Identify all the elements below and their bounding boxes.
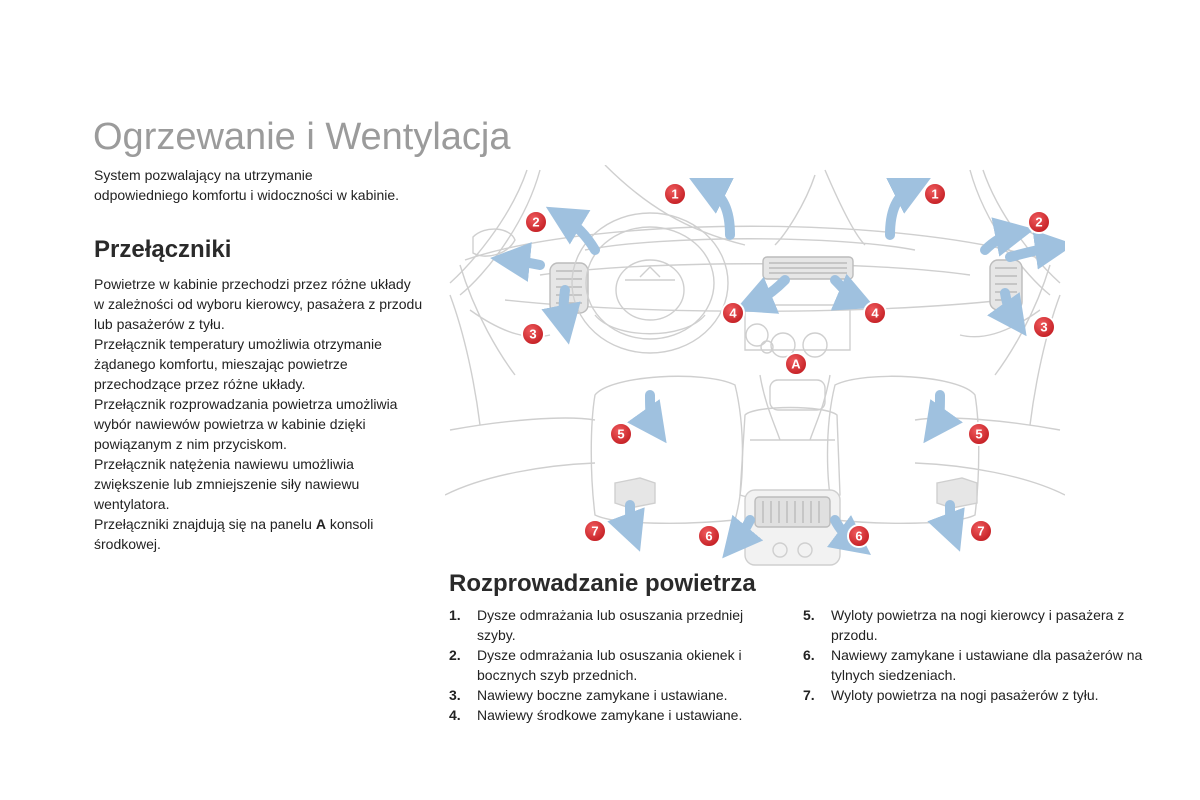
item-number: 4.	[449, 707, 461, 723]
marker-3-right: 3	[1032, 315, 1056, 339]
svg-text:2: 2	[1035, 215, 1042, 230]
svg-text:6: 6	[705, 529, 712, 544]
list-item: 3. Nawiewy boczne zamykane i ustawiane.	[449, 685, 779, 705]
distribution-list-right: 5. Wyloty powietrza na nogi kierowcy i pa…	[803, 605, 1143, 705]
svg-text:1: 1	[931, 187, 938, 202]
marker-5-right: 5	[967, 422, 991, 446]
marker-2-left: 2	[524, 210, 548, 234]
item-number: 5.	[803, 607, 815, 623]
marker-5-left: 5	[609, 422, 633, 446]
list-item: 1. Dysze odmrażania lub osuszania przedni…	[449, 605, 779, 645]
switches-p5-start: Przełączniki znajdują się na panelu	[94, 516, 316, 532]
switches-paragraph-4: Przełącznik natężenia nawiewu umożliwia …	[94, 456, 360, 512]
svg-text:3: 3	[1040, 320, 1047, 335]
switches-paragraph-2: Przełącznik temperatury umożliwia otrzym…	[94, 336, 382, 392]
switches-p5-end: konsoli środkowej.	[94, 516, 374, 552]
marker-6-left: 6	[697, 524, 721, 548]
list-item: 7. Wyloty powietrza na nogi pasażerów z t…	[803, 685, 1143, 705]
intro-text: System pozwalający na utrzymanie odpowie…	[94, 167, 400, 203]
item-number: 3.	[449, 687, 461, 703]
diagram-markers: 1 1 2 2 3 3 4 4 A 5 5 6 6 7 7	[521, 182, 1056, 548]
svg-text:4: 4	[871, 306, 879, 321]
item-number: 7.	[803, 687, 815, 703]
list-item: 4. Nawiewy środkowe zamykane i ustawiane.	[449, 705, 779, 725]
item-text: Nawiewy boczne zamykane i ustawiane.	[477, 687, 728, 703]
panel-letter: A	[315, 516, 326, 532]
item-number: 2.	[449, 647, 461, 663]
svg-text:5: 5	[617, 427, 624, 442]
switches-paragraph-5: Przełączniki znajdują się na panelu A ko…	[94, 514, 424, 554]
item-text: Dysze odmrażania lub osuszania przedniej…	[477, 607, 744, 643]
svg-text:5: 5	[975, 427, 982, 442]
marker-4-left: 4	[721, 301, 745, 325]
item-number: 6.	[803, 647, 815, 663]
item-text: Nawiewy zamykane i ustawiane dla pasażer…	[831, 647, 1143, 683]
svg-text:7: 7	[977, 524, 984, 539]
svg-text:1: 1	[671, 187, 678, 202]
svg-text:2: 2	[532, 215, 539, 230]
marker-3-left: 3	[521, 322, 545, 346]
marker-2-right: 2	[1027, 210, 1051, 234]
marker-1-right: 1	[923, 182, 947, 206]
marker-a-panel: A	[784, 352, 808, 376]
list-item: 6. Nawiewy zamykane i ustawiane dla pasaż…	[803, 645, 1143, 685]
marker-7-left: 7	[583, 519, 607, 543]
svg-text:A: A	[791, 357, 801, 372]
distribution-heading: Rozprowadzanie powietrza	[449, 570, 756, 597]
list-item: 2. Dysze odmrażania lub osuszania okienek…	[449, 645, 779, 685]
switches-paragraph-3: Przełącznik rozprowadzania powietrza umo…	[94, 396, 398, 452]
item-number: 1.	[449, 607, 461, 623]
switches-heading: Przełączniki	[94, 236, 232, 263]
marker-6-right: 6	[847, 524, 871, 548]
svg-text:6: 6	[855, 529, 862, 544]
item-text: Wyloty powietrza na nogi pasażerów z tył…	[831, 687, 1099, 703]
distribution-list-left: 1. Dysze odmrażania lub osuszania przedni…	[449, 605, 779, 725]
switches-paragraph-1: Powietrze w kabinie przechodzi przez róż…	[94, 276, 423, 332]
item-text: Wyloty powietrza na nogi kierowcy i pasa…	[831, 607, 1125, 643]
item-text: Dysze odmrażania lub osuszania okienek i…	[477, 647, 742, 683]
switches-description: Powietrze w kabinie przechodzi przez róż…	[94, 274, 424, 554]
svg-text:4: 4	[729, 306, 737, 321]
svg-text:7: 7	[591, 524, 598, 539]
page-title: Ogrzewanie i Wentylacja	[93, 116, 511, 158]
svg-text:3: 3	[529, 327, 536, 342]
item-text: Nawiewy środkowe zamykane i ustawiane.	[477, 707, 743, 723]
car-interior-diagram: 1 1 2 2 3 3 4 4 A 5 5 6 6 7 7	[445, 165, 1065, 566]
marker-1-left: 1	[663, 182, 687, 206]
marker-4-right: 4	[863, 301, 887, 325]
list-item: 5. Wyloty powietrza na nogi kierowcy i pa…	[803, 605, 1143, 645]
marker-7-right: 7	[969, 519, 993, 543]
